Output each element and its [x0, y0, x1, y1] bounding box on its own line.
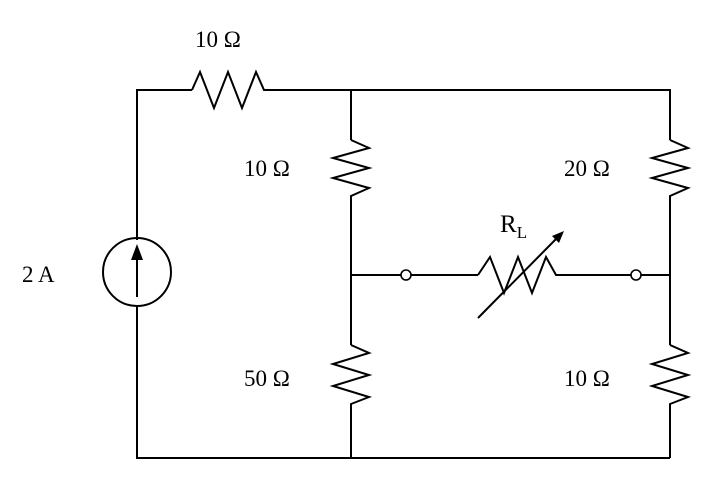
load-resistor-variable-arrowhead [552, 231, 564, 243]
load-resistor-zigzag [477, 254, 565, 296]
label-resistor-middle-upper: 10 Ω [244, 156, 290, 181]
label-load-subscript: L [517, 223, 527, 242]
terminal-right [630, 269, 642, 281]
label-resistor-top: 10 Ω [195, 27, 241, 52]
wire-top-rail [272, 89, 671, 140]
load-resistor [477, 231, 565, 319]
wires [136, 89, 671, 459]
label-resistor-right-upper: 20 Ω [564, 156, 610, 181]
load-resistor-variable-arrow [477, 238, 557, 319]
label-load: RL [500, 211, 527, 242]
current-source [102, 237, 172, 307]
wire-left-upper [136, 89, 192, 240]
terminal-left [400, 269, 412, 281]
resistor-right-upper [648, 139, 692, 200]
label-resistor-middle-lower: 50 Ω [244, 366, 290, 391]
resistor-top [191, 69, 272, 111]
label-source: 2 A [22, 262, 55, 287]
resistor-right-lower [648, 344, 692, 408]
wire-bottom-rail [136, 306, 670, 459]
current-source-arrow-head [131, 244, 143, 260]
resistor-middle-upper [329, 139, 373, 200]
resistor-middle-lower [329, 344, 373, 408]
label-load-symbol: R [500, 211, 517, 238]
current-source-circle [102, 237, 172, 307]
label-resistor-right-lower: 10 Ω [564, 366, 610, 391]
